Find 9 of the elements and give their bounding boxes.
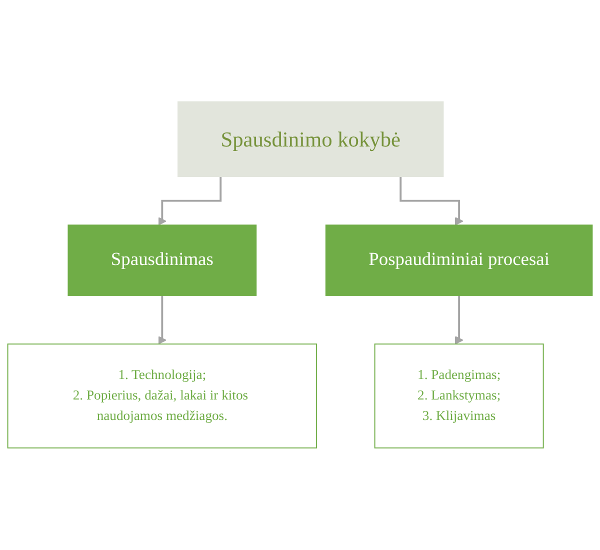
node-box: Pospaudiminiai procesai — [325, 224, 593, 296]
node-box: Spausdinimo kokybė — [178, 101, 444, 178]
arrow — [454, 296, 464, 345]
node-box: 1. Technologija; 2. Popierius, dažai, lakai ir kitos naudojamos medžiagos. — [7, 344, 318, 449]
node-box: Spausdinimas — [68, 224, 257, 296]
node-box: 1. Padengimas; 2. Lankstymas; 3. Klijavimas — [374, 344, 544, 449]
arrow — [158, 296, 166, 345]
arrow — [400, 176, 464, 226]
arrow — [158, 176, 222, 226]
